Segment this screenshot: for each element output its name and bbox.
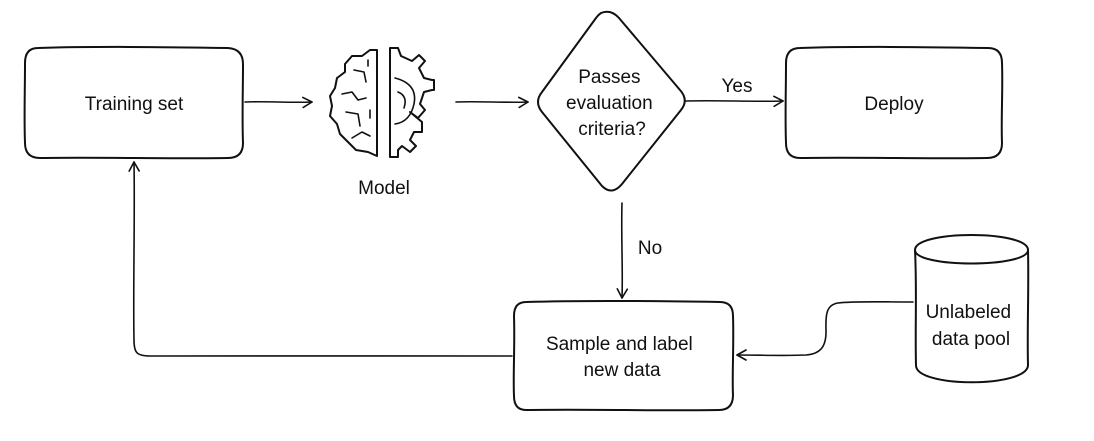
deploy-box [784,45,1004,160]
decision-node[interactable]: Passes evaluation criteria? [537,10,686,192]
decision-diamond [537,10,686,192]
no-edge-label: No [638,238,662,259]
brain-gear-icon [329,47,435,158]
model-node[interactable]: Model [329,47,435,199]
sample-label-text: Sample and label new data [546,334,698,381]
data-pool-label: Unlabeled data pool [926,302,1017,350]
deploy-node[interactable]: Deploy [784,45,1004,160]
data-pool-label-line-2: data pool [932,329,1010,350]
decision-label: Passes evaluation criteria? [566,67,658,140]
sample-label-box [512,299,735,412]
data-pool-cylinder-rim [914,249,1029,265]
model-label: Model [358,178,410,199]
decision-label-line-1: Passes [578,67,640,88]
arrow-model-to-decision [455,96,529,109]
arrow-decision-to-sample [616,202,629,299]
data-pool-cylinder [914,234,1030,384]
arrow-training-to-model [244,96,313,109]
yes-edge-label: Yes [722,76,753,97]
training-set-label: Training set [85,94,184,115]
data-pool-label-line-1: Unlabeled [926,302,1012,323]
sample-label-line-2: new data [583,360,661,381]
arrow-sample-to-training [128,161,513,358]
decision-label-line-2: evaluation [566,93,653,114]
sample-label-line-1: Sample and label [546,334,693,355]
data-pool-node[interactable]: Unlabeled data pool [914,234,1030,384]
decision-label-line-3: criteria? [578,119,646,140]
deploy-label: Deploy [864,94,924,115]
arrow-pool-to-sample [736,300,914,361]
training-set-node[interactable]: Training set [23,45,244,160]
arrow-decision-to-deploy [685,95,784,108]
sample-label-node[interactable]: Sample and label new data [512,299,735,412]
training-set-box [23,45,244,160]
